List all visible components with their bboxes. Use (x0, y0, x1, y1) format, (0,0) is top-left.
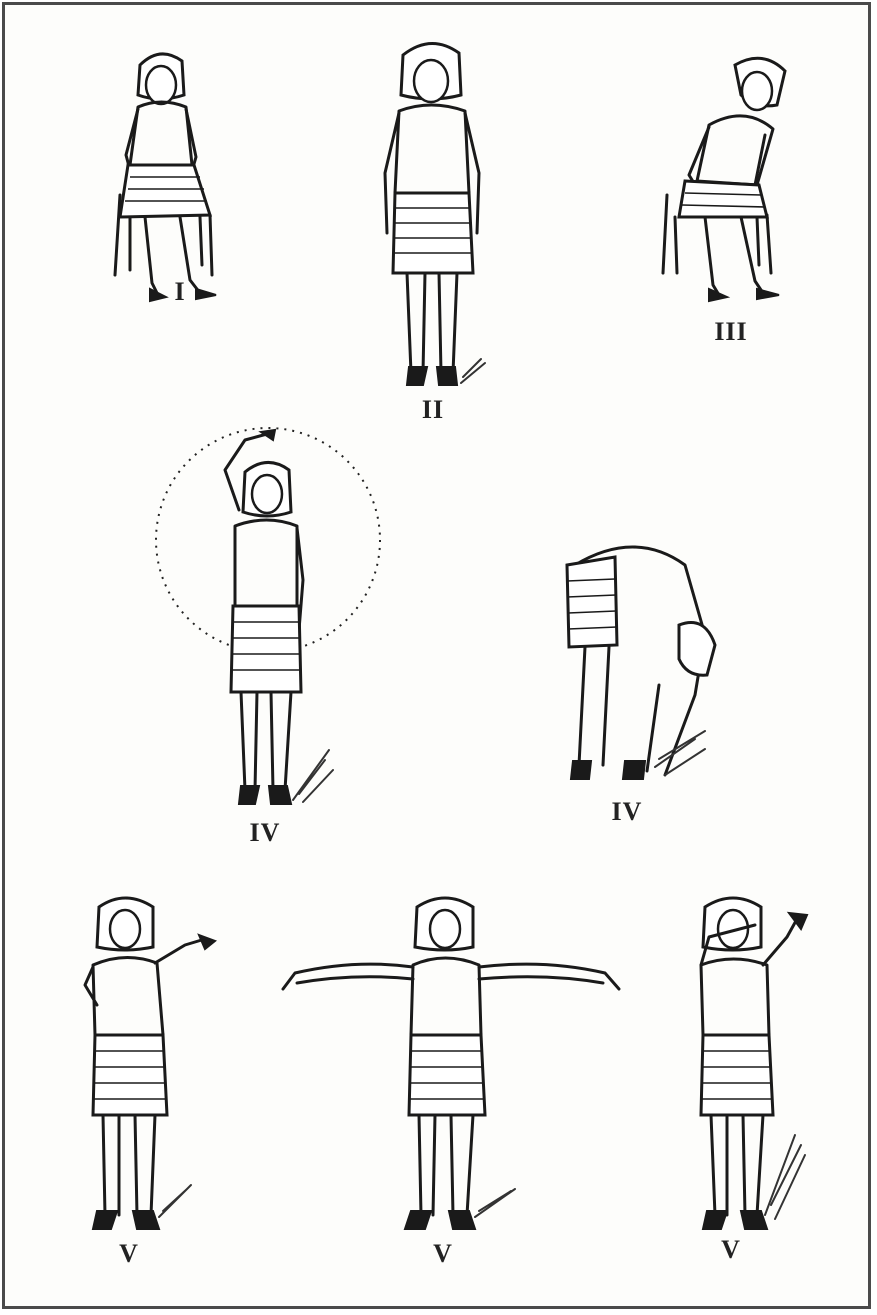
figure-label: IV (577, 797, 677, 827)
figure-label: V (79, 1239, 179, 1269)
figure-v-arms-outstretched: V (275, 885, 625, 1285)
figure-label: V (681, 1235, 781, 1265)
figure-label: I (130, 277, 230, 307)
figure-iii-drawing (645, 45, 815, 315)
figure-label: IV (215, 818, 315, 848)
figure-v-c-drawing (675, 885, 845, 1245)
figure-v-a-drawing (75, 885, 235, 1245)
figure-iv-bend-drawing (555, 535, 745, 795)
figure-label: V (393, 1239, 493, 1269)
figure-i-seated: I (100, 45, 260, 315)
figure-label: II (383, 395, 483, 425)
figure-iii-seated-bent: III (645, 45, 815, 345)
figure-ii-drawing (365, 33, 505, 393)
figure-ii-standing: II (365, 33, 505, 433)
figure-v-arm-forward: V (75, 885, 235, 1285)
figure-v-arms-overhead: V (675, 885, 845, 1285)
figure-iv-forward-bend: IV (555, 535, 745, 835)
figure-iv-drawing (153, 430, 393, 830)
figure-i-drawing (100, 45, 260, 315)
figure-iv-arm-raised: IV (153, 430, 393, 850)
figure-label: III (681, 317, 781, 347)
figure-v-b-drawing (275, 885, 625, 1245)
